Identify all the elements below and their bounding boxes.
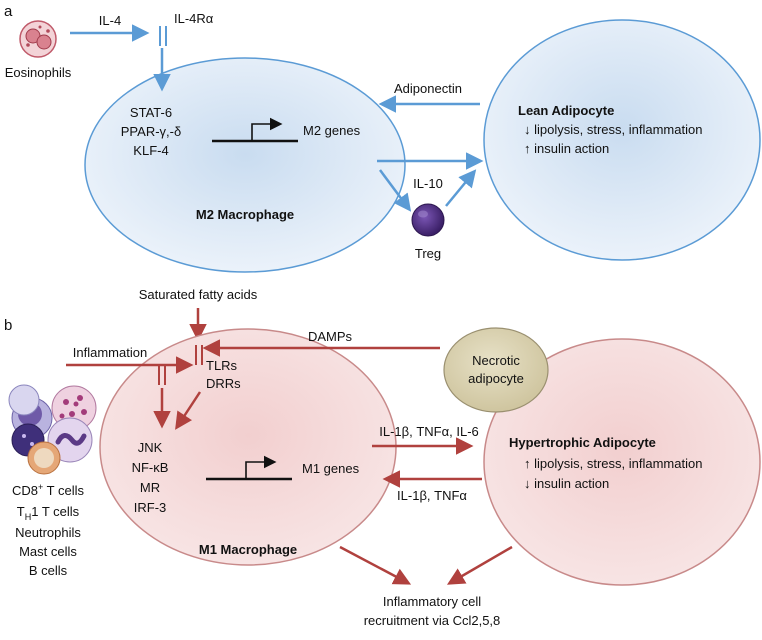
hypertrophic-adipocyte-line-2: ↓ insulin action: [524, 476, 609, 491]
m1-macrophage-label: M1 Macrophage: [199, 542, 297, 557]
necrotic-label-2: adipocyte: [468, 371, 524, 386]
recruitment-arrow-left: [339, 545, 412, 585]
m1-gene-promoter-icon: [206, 455, 292, 481]
factor-irf3: IRF-3: [134, 500, 167, 515]
treg-cell-icon: [411, 203, 445, 237]
m1-genes-label: M1 genes: [302, 461, 360, 476]
eosinophils-label: Eosinophils: [5, 65, 72, 80]
inflammation-label: Inflammation: [73, 345, 147, 360]
factor-stat6: STAT-6: [130, 105, 172, 120]
cd8-t-cells-label: CD8+ T cells: [12, 482, 84, 498]
hypertrophic-adipocyte-line-1: ↑ lipolysis, stress, inflammation: [524, 456, 702, 471]
recruitment-line-2: recruitment via Ccl2,5,8: [364, 613, 501, 628]
signal-arrow-b2: [175, 391, 202, 430]
recruitment-line-1: Inflammatory cell: [383, 594, 481, 609]
factor-mr: MR: [140, 480, 160, 495]
lean-adipocyte-line-2: ↑ insulin action: [524, 141, 609, 156]
adiponectin-label: Adiponectin: [394, 81, 462, 96]
damps-label: DAMPs: [308, 329, 353, 344]
cytokines-out-label: IL-1β, TNFα, IL-6: [379, 424, 479, 439]
treg-label: Treg: [415, 246, 441, 261]
m2-macrophage-label: M2 Macrophage: [196, 207, 294, 222]
il4r-label: IL-4Rα: [174, 11, 214, 26]
hypertrophic-adipocyte-cell: [483, 338, 761, 586]
necrotic-label-1: Necrotic: [472, 353, 520, 368]
lean-adipocyte-cell: [483, 19, 761, 261]
panel-b-label: b: [4, 317, 12, 334]
tlr-receptor-icon: [195, 345, 203, 365]
mast-cells-label: Mast cells: [19, 544, 77, 559]
factor-ppar: PPAR-γ,-δ: [121, 124, 181, 139]
m2-genes-label: M2 genes: [303, 123, 361, 138]
b-cells-label: B cells: [29, 563, 68, 578]
factor-nfkb: NF-κB: [132, 460, 169, 475]
lean-adipocyte-title: Lean Adipocyte: [518, 103, 614, 118]
il4-receptor-icon: [159, 26, 167, 46]
necrotic-adipocyte-cell: [443, 327, 549, 413]
treg-to-adipocyte-arrow: [445, 169, 477, 207]
inflammation-receptor-icon: [158, 365, 166, 385]
m2-to-treg-arrow: [378, 169, 412, 212]
receptor-drrs: DRRs: [206, 376, 241, 391]
il4-label: IL-4: [99, 13, 121, 28]
cytokines-in-label: IL-1β, TNFα: [397, 488, 467, 503]
neutrophils-label: Neutrophils: [15, 525, 81, 540]
eosinophil-cell-icon: [19, 20, 57, 58]
lean-adipocyte-line-1: ↓ lipolysis, stress, inflammation: [524, 122, 702, 137]
m2-gene-promoter-icon: [212, 117, 298, 143]
m2-macrophage-cell: [84, 57, 406, 273]
hypertrophic-adipocyte-title: Hypertrophic Adipocyte: [509, 435, 656, 450]
factor-jnk: JNK: [138, 440, 163, 455]
panel-a-label: a: [4, 3, 13, 20]
receptor-tlrs: TLRs: [206, 358, 238, 373]
saturated-fatty-acids-label: Saturated fatty acids: [139, 287, 258, 302]
factor-klf4: KLF-4: [133, 143, 168, 158]
recruitment-arrow-right: [446, 545, 513, 585]
th1-t-cells-label: TH1 T cells: [17, 504, 80, 522]
immune-cells-cluster-icon: [8, 384, 97, 475]
il10-label: IL-10: [413, 176, 443, 191]
